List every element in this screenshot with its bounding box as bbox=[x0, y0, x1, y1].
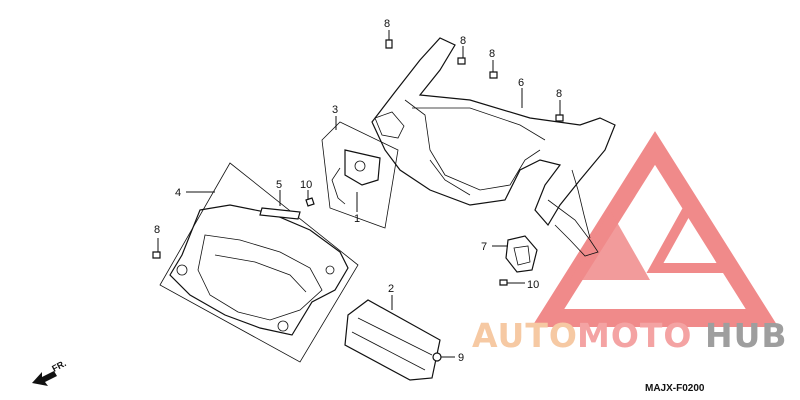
watermark-hub: HUB bbox=[705, 316, 788, 355]
front-direction-indicator: FR. bbox=[32, 358, 68, 386]
callout-part-8d: 8 bbox=[556, 88, 562, 100]
watermark-auto: AUTO bbox=[472, 316, 578, 355]
front-arrow-icon bbox=[32, 371, 57, 386]
callout-labels: 8 8 8 6 8 3 4 5 10 1 8 7 10 2 9 bbox=[154, 18, 562, 364]
watermark-logo bbox=[531, 131, 779, 327]
cover-pad-part bbox=[344, 299, 441, 381]
upper-cover-part bbox=[371, 37, 616, 257]
reference-code: MAJX-F0200 bbox=[645, 383, 705, 394]
callout-part-5: 5 bbox=[276, 179, 282, 191]
callout-part-2: 2 bbox=[388, 283, 394, 295]
front-label: FR. bbox=[50, 358, 67, 374]
watermark-moto: MOTO bbox=[577, 316, 692, 355]
callout-part-8e: 8 bbox=[154, 224, 160, 236]
meter-panel-part bbox=[169, 204, 349, 336]
callout-part-3: 3 bbox=[332, 104, 338, 116]
small-bracket-part bbox=[505, 235, 538, 273]
callout-part-8a: 8 bbox=[384, 18, 390, 30]
trim-strip-part bbox=[259, 207, 301, 220]
leader-lines bbox=[157, 30, 561, 358]
callout-part-10b: 10 bbox=[527, 279, 539, 291]
callout-part-8b: 8 bbox=[460, 35, 466, 47]
watermark-text: AUTO MOTO HUB bbox=[472, 316, 788, 355]
callout-part-8c: 8 bbox=[489, 48, 495, 60]
callout-part-7: 7 bbox=[481, 241, 487, 253]
panel-group-outline bbox=[159, 162, 359, 363]
callout-part-6: 6 bbox=[518, 77, 524, 89]
callout-part-10a: 10 bbox=[300, 179, 312, 191]
callout-part-1: 1 bbox=[354, 213, 360, 225]
callout-part-4: 4 bbox=[175, 187, 181, 199]
callout-part-9: 9 bbox=[458, 352, 464, 364]
